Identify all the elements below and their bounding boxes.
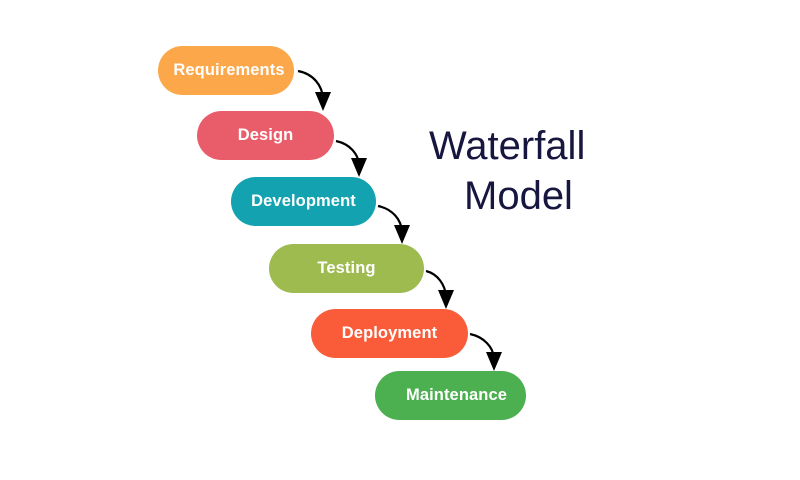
- phase-deployment: Deployment: [311, 309, 468, 358]
- phase-label: Maintenance: [405, 386, 508, 404]
- phase-label: Requirements: [173, 61, 285, 79]
- arrow-testing-to-deployment: [425, 269, 454, 309]
- arrow-head: [486, 352, 502, 371]
- phase-label: Deployment: [341, 324, 438, 342]
- arrow-curve: [335, 139, 361, 165]
- diagram-title-line-2: Model: [464, 174, 573, 218]
- phase-label: Development: [251, 192, 356, 210]
- arrow-head: [315, 92, 331, 111]
- arrow-head: [351, 158, 367, 177]
- arrow-development-to-testing: [377, 204, 410, 244]
- arrow-curve: [377, 204, 404, 232]
- arrow-head: [394, 225, 410, 244]
- phase-testing: Testing: [269, 244, 424, 293]
- arrow-curve: [297, 69, 325, 99]
- diagram-title-line-1: Waterfall: [429, 124, 586, 168]
- arrow-head: [438, 290, 454, 309]
- phase-design: Design: [197, 111, 334, 160]
- phase-label: Design: [237, 126, 294, 144]
- arrow-curve: [469, 332, 496, 359]
- arrow-deployment-to-maintenance: [469, 332, 502, 371]
- arrow-requirements-to-design: [297, 69, 331, 111]
- arrow-curve: [425, 269, 448, 297]
- phase-development: Development: [231, 177, 376, 226]
- phase-label: Testing: [317, 259, 376, 277]
- arrow-design-to-development: [335, 139, 367, 177]
- phase-requirements: Requirements: [158, 46, 294, 95]
- phase-maintenance: Maintenance: [375, 371, 526, 420]
